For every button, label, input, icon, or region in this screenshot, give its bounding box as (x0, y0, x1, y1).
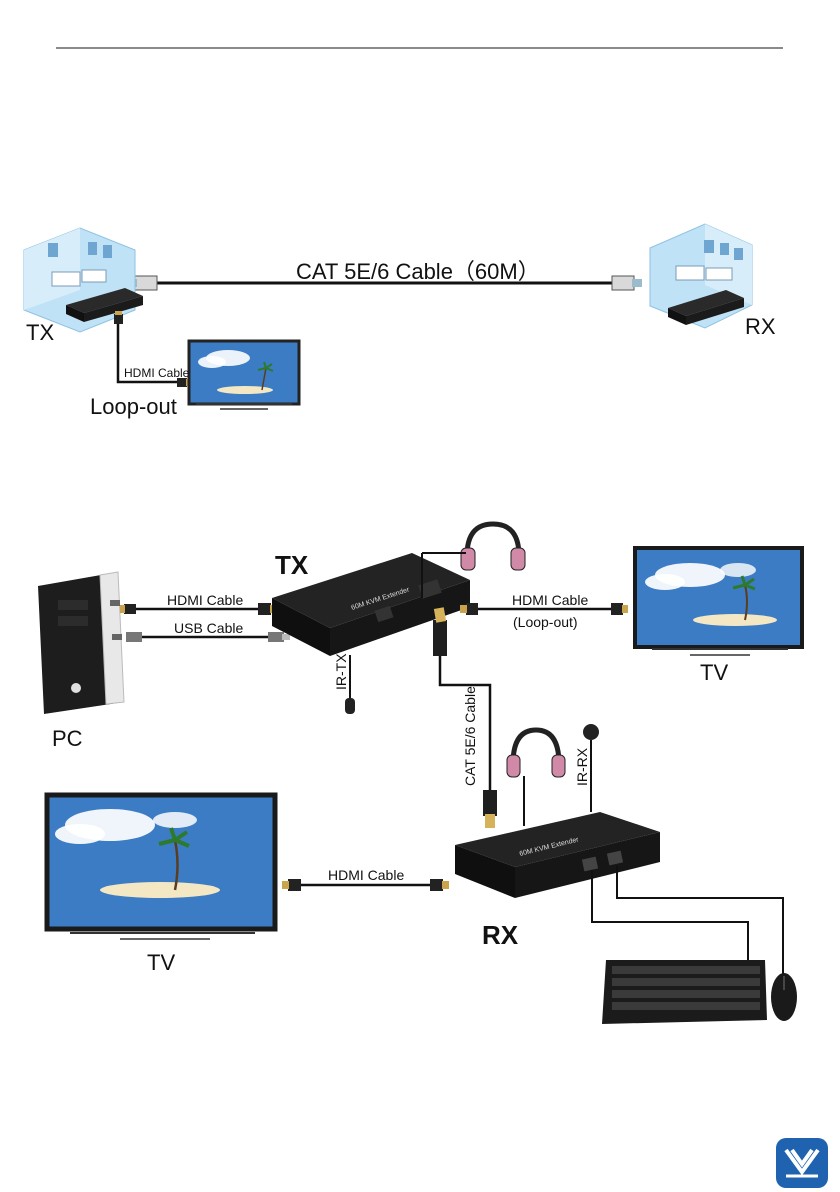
cat-cable-label: CAT 5E/6 Cable (462, 686, 478, 786)
headphones-icon (461, 524, 525, 570)
ir-rx-label: IR-RX (574, 748, 590, 786)
rx-hdmi-cable-label: HDMI Cable (328, 867, 404, 883)
bottom-rx-label: RX (482, 920, 518, 951)
hdmi-connector-icon (114, 311, 123, 324)
ir-sensor-icon (583, 724, 599, 740)
mouse-cable (617, 866, 783, 975)
pc-usb-cable-label: USB Cable (174, 620, 243, 636)
tv-left-label: TV (147, 950, 175, 976)
tv-icon (189, 341, 299, 409)
headphones-icon (507, 730, 565, 777)
loop-out-note: (Loop-out) (513, 614, 578, 630)
ir-tx-label: IR-TX (333, 653, 349, 690)
top-hdmi-cable-label: HDMI Cable (124, 366, 189, 380)
hdmi-connector-icon (282, 879, 301, 891)
top-rx-label: RX (745, 314, 776, 340)
bottom-tx-label: TX (275, 550, 308, 581)
pc-label: PC (52, 726, 83, 752)
keyboard-cable (592, 870, 748, 960)
hdmi-connector-icon (430, 879, 449, 891)
pc-tower-icon (38, 572, 124, 714)
loop-hdmi-cable-label: HDMI Cable (512, 592, 588, 608)
tv-right-label: TV (700, 660, 728, 686)
pc-hdmi-cable-label: HDMI Cable (167, 592, 243, 608)
top-tx-label: TX (26, 320, 54, 346)
tv-icon (47, 795, 275, 939)
hdmi-connector-icon (120, 604, 136, 614)
mouse-icon (771, 973, 797, 1021)
ir-sensor-icon (345, 698, 355, 714)
hdmi-connector-icon (611, 603, 628, 615)
rj45-connector-icon (483, 790, 497, 828)
bottom-diagram: 60M KVM Extender (0, 440, 840, 1192)
rj45-connector-icon (433, 607, 447, 656)
keyboard-icon (602, 960, 767, 1024)
tv-icon (635, 548, 802, 655)
rj45-connector-icon (612, 276, 642, 290)
top-cable-label: CAT 5E/6 Cable（60M） (296, 254, 540, 286)
top-loop-out-label: Loop-out (90, 394, 177, 420)
brand-logo (776, 1138, 828, 1188)
